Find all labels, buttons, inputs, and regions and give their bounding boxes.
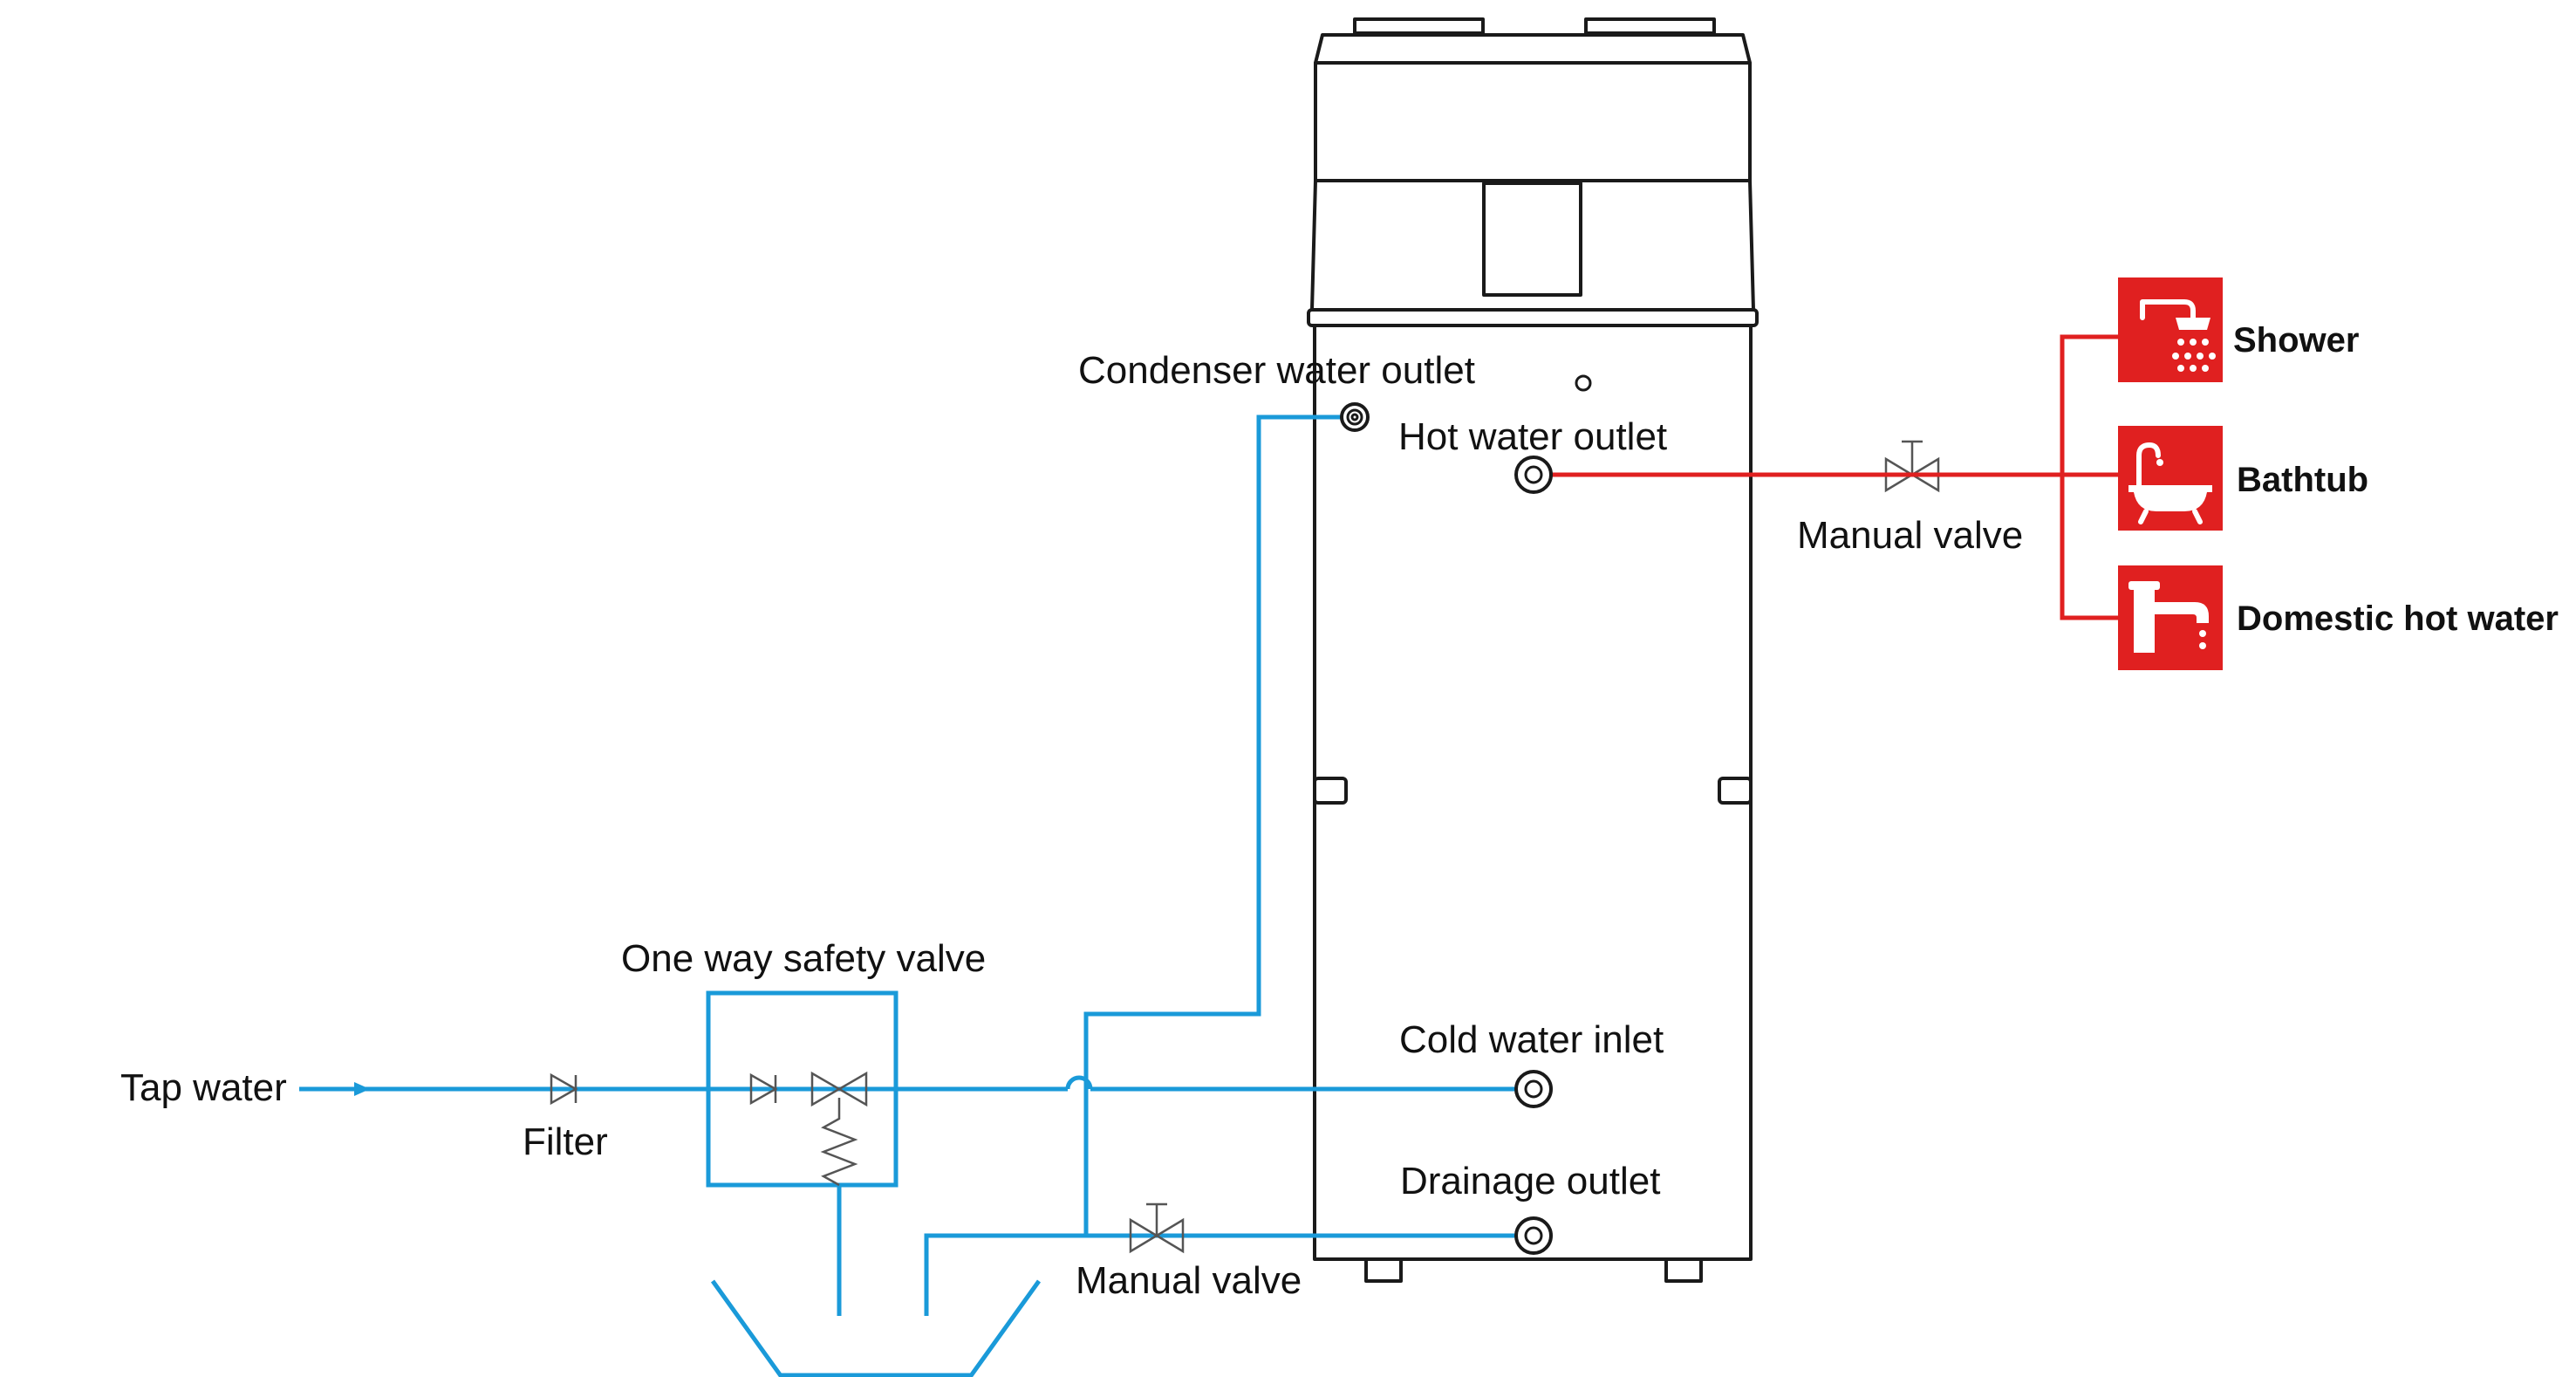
- top-connector-right: [1584, 17, 1716, 35]
- top-connector-left: [1353, 17, 1485, 35]
- unit-collar: [1307, 308, 1759, 327]
- foot-left: [1364, 1257, 1403, 1283]
- tap-water-label: Tap water: [120, 1066, 287, 1109]
- bathtub-icon: [2118, 426, 2223, 531]
- pipe-crossover: [1065, 1075, 1093, 1090]
- shower-icon: [2118, 277, 2223, 382]
- manual-valve-drain-label: Manual valve: [1076, 1259, 1302, 1302]
- one-way-safety-valve-box: [706, 990, 899, 1188]
- condenser-water-outlet-label: Condenser water outlet: [1078, 349, 1475, 392]
- check-valve: [749, 1072, 778, 1106]
- handle-left: [1313, 777, 1348, 805]
- condenser-drain-pipe: [1083, 414, 1350, 1236]
- condenser-water-outlet-port: [1340, 402, 1370, 432]
- safety-valve-spring: [820, 1098, 858, 1187]
- foot-right: [1664, 1257, 1703, 1283]
- control-panel: [1482, 182, 1582, 297]
- cold-water-inlet-port: [1514, 1070, 1553, 1108]
- cold-water-inlet-label: Cold water inlet: [1399, 1018, 1664, 1061]
- safety-valve: [810, 1071, 868, 1187]
- output-label-domestic-hot-water: Domestic hot water: [2237, 599, 2559, 638]
- filter-valve: [550, 1072, 578, 1106]
- sensor-port: [1575, 374, 1592, 392]
- handle-right: [1718, 777, 1753, 805]
- unit-fan-housing: [1310, 180, 1755, 312]
- unit-head: [1314, 61, 1752, 182]
- output-label-shower: Shower: [2233, 321, 2359, 360]
- hot-distribution-manifold: [2060, 334, 2118, 620]
- manual-valve-hot-label: Manual valve: [1797, 514, 2023, 557]
- unit-top-cap: [1314, 33, 1752, 65]
- drainage-pipe: [924, 1233, 1522, 1316]
- hot-water-outlet-port: [1514, 456, 1553, 494]
- hot-water-outlet-label: Hot water outlet: [1398, 415, 1667, 458]
- one-way-safety-valve-label: One way safety valve: [621, 937, 986, 980]
- manual-valve-hot: [1884, 440, 1940, 493]
- drainage-outlet-label: Drainage outlet: [1400, 1160, 1660, 1202]
- cold-water-piping: [299, 414, 1522, 1377]
- manual-valve-drain: [1129, 1202, 1185, 1254]
- hot-water-piping: [1534, 334, 2118, 620]
- heat-pump-unit: [1307, 17, 1759, 1283]
- drainage-outlet-port: [1514, 1216, 1553, 1255]
- output-label-bathtub: Bathtub: [2237, 461, 2368, 499]
- flow-arrow-icon: [354, 1082, 370, 1096]
- filter-label: Filter: [523, 1120, 608, 1163]
- faucet-icon: [2118, 565, 2223, 670]
- drain-funnel: [710, 1279, 1042, 1377]
